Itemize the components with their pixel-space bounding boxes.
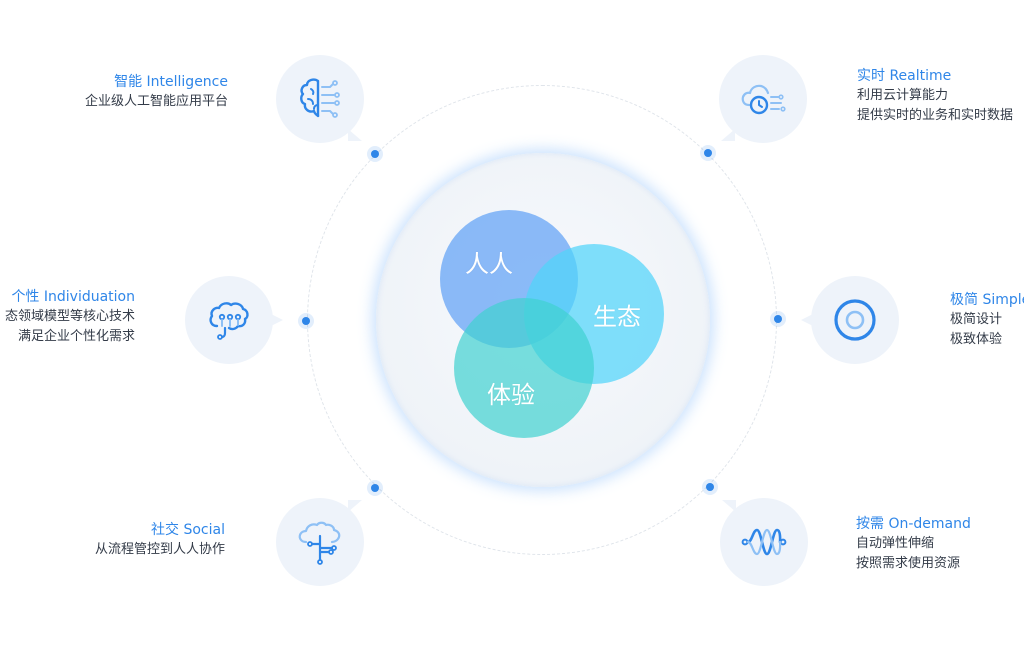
feature-realtime: 实时 Realtime 利用云计算能力 提供实时的业务和实时数据 <box>857 66 1013 126</box>
feature-desc: 自动弹性伸缩 <box>856 536 935 551</box>
feature-desc: 利用云计算能力 <box>857 88 949 103</box>
feature-desc: 从流程管控到人人协作 <box>94 542 225 557</box>
brain-nodes-icon <box>209 302 249 340</box>
brain-circuit-icon <box>300 78 340 118</box>
feature-desc: 企业级人工智能应用平台 <box>84 94 228 109</box>
feature-intelligence: 智能 Intelligence 企业级人工智能应用平台 <box>85 72 228 112</box>
orbit-dot-simple <box>774 315 782 323</box>
feature-desc: 极简设计 <box>950 312 1003 327</box>
wave-icon <box>741 528 787 556</box>
venn-label-people: 人人 <box>465 250 513 278</box>
cloud-clock-icon <box>741 84 786 115</box>
feature-social: 社交 Social 从流程管控到人人协作 <box>95 520 225 560</box>
venn-label-ecosystem: 生态 <box>593 303 641 331</box>
orbit-dot-realtime <box>704 149 712 157</box>
feature-title: 社交 Social <box>151 522 225 538</box>
ondemand-bubble <box>720 498 808 586</box>
feature-desc: 满足企业个性化需求 <box>17 329 135 344</box>
orbit-dot-individuation <box>302 317 310 325</box>
cloud-network-icon <box>298 521 341 565</box>
feature-title: 极简 Simple <box>950 292 1024 308</box>
realtime-bubble <box>719 55 807 143</box>
venn-circle-experience <box>454 298 594 438</box>
target-ring-icon <box>834 299 876 341</box>
feature-title: 智能 Intelligence <box>114 74 228 90</box>
feature-simple: 极简 Simple 极简设计 极致体验 <box>950 290 1024 350</box>
orbit-dot-social <box>371 484 379 492</box>
individuation-bubble <box>185 276 283 364</box>
orbit-dot-ondemand <box>706 483 714 491</box>
feature-title: 实时 Realtime <box>857 68 952 84</box>
feature-individuation: 个性 Individuation 态领域模型等核心技术 满足企业个性化需求 <box>5 287 135 347</box>
feature-desc: 按照需求使用资源 <box>856 556 961 571</box>
feature-title: 按需 On-demand <box>856 516 971 532</box>
feature-desc: 态领域模型等核心技术 <box>4 309 135 324</box>
social-bubble <box>276 498 364 586</box>
venn-label-experience: 体验 <box>487 381 535 409</box>
feature-title: 个性 Individuation <box>11 289 135 305</box>
feature-desc: 提供实时的业务和实时数据 <box>857 108 1014 123</box>
orbit-dot-intelligence <box>371 150 379 158</box>
feature-desc: 极致体验 <box>950 332 1003 347</box>
feature-ondemand: 按需 On-demand 自动弹性伸缩 按照需求使用资源 <box>856 514 971 574</box>
intelligence-bubble <box>276 55 364 143</box>
simple-bubble <box>801 276 899 364</box>
